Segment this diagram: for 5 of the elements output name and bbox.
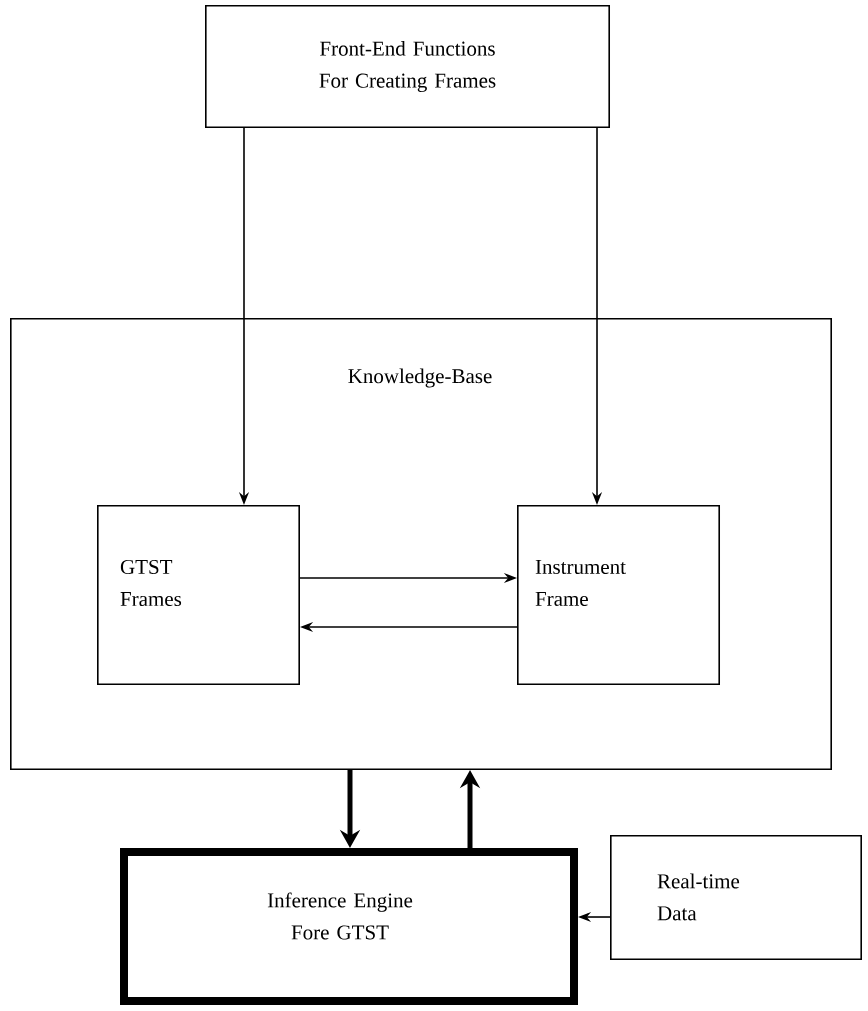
- process-box: GTST Frames: [97, 505, 300, 685]
- process-box: Inference Engine Fore GTST: [120, 848, 578, 1005]
- process-box: Real-time Data: [610, 835, 862, 960]
- process-box: Instrument Frame: [517, 505, 720, 685]
- process-box: Front-End Functions For Creating Frames: [205, 5, 610, 128]
